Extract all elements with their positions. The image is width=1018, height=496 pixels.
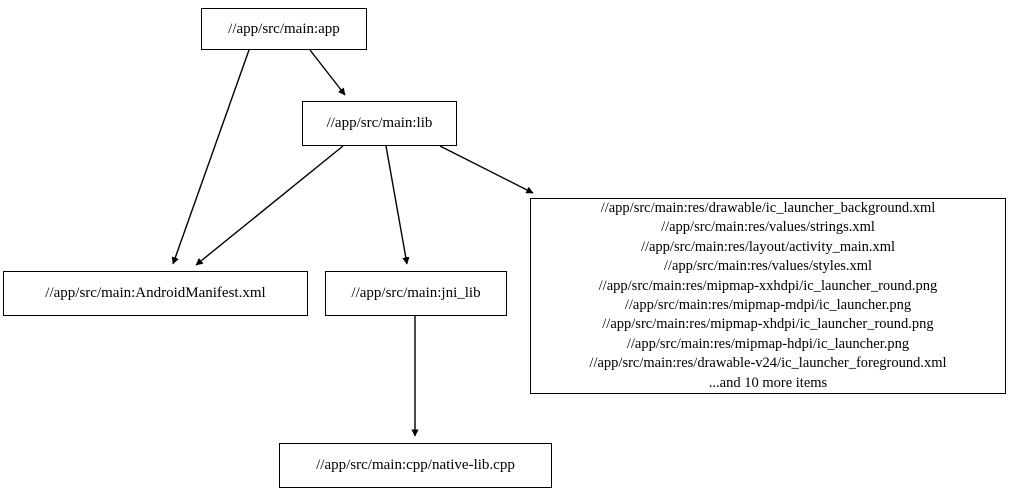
node-label-multiline: //app/src/main:res/drawable/ic_launcher_… (589, 199, 947, 391)
edge-lib-to-androidmanifest (195, 145, 344, 266)
node-label: //app/src/main:jni_lib (351, 285, 481, 301)
node-app-src-main-androidmanifest-xml[interactable]: //app/src/main:AndroidManifest.xml (3, 271, 308, 316)
node-res-resources-group[interactable]: //app/src/main:res/drawable/ic_launcher_… (530, 198, 1006, 394)
node-app-src-main-app[interactable]: //app/src/main:app (201, 8, 367, 50)
node-label: //app/src/main:lib (326, 115, 433, 131)
edge-lib-to-jni-lib (385, 145, 410, 265)
edge-lib-to-res (439, 145, 534, 194)
node-app-src-main-lib[interactable]: //app/src/main:lib (302, 101, 457, 146)
edge-app-to-lib (309, 49, 346, 96)
node-label: //app/src/main:cpp/native-lib.cpp (316, 457, 515, 473)
node-app-src-main-cpp-native-lib-cpp[interactable]: //app/src/main:cpp/native-lib.cpp (279, 443, 552, 488)
node-label: //app/src/main:app (228, 20, 340, 37)
edge-app-to-androidmanifest (171, 49, 250, 265)
node-label: //app/src/main:AndroidManifest.xml (45, 285, 266, 301)
node-app-src-main-jni-lib[interactable]: //app/src/main:jni_lib (325, 271, 507, 316)
